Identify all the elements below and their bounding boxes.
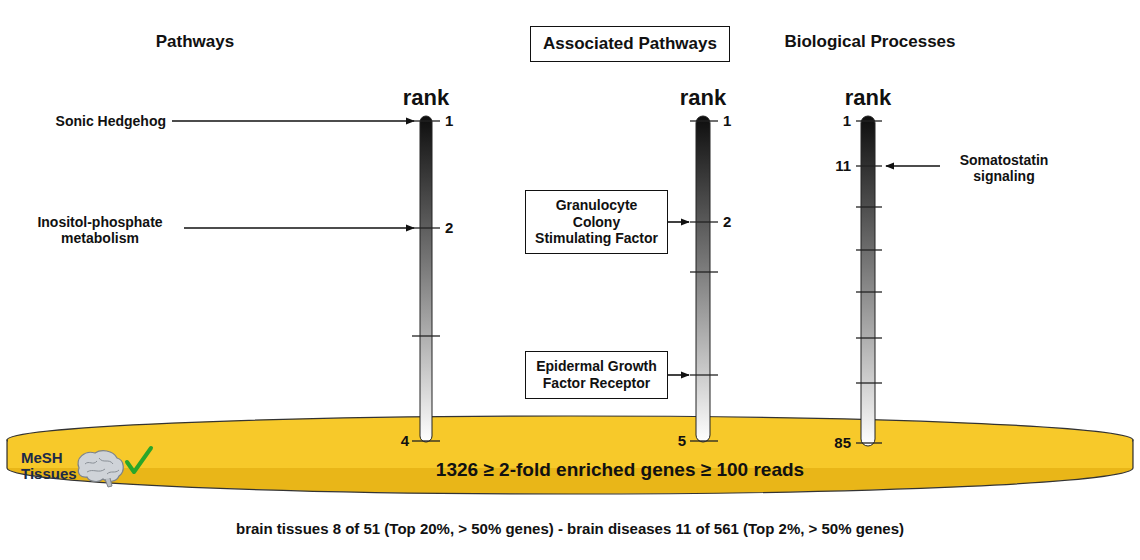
rank-number: 4	[401, 432, 409, 449]
rank-tick	[690, 374, 718, 375]
mesh-disk: MeSH Tissues 1326 ≥ 2-fold enriched genes…	[5, 412, 1135, 500]
column-header: Pathways	[156, 32, 234, 52]
gene-count-text: 1326 ≥ 2-fold enriched genes ≥ 100 reads	[436, 460, 804, 481]
column-header: Biological Processes	[784, 32, 955, 52]
pathway-box: Epidermal Growth Factor Receptor	[525, 351, 668, 399]
process-label: Somatostatin signaling	[942, 152, 1066, 184]
axis-title: rank	[403, 85, 449, 110]
rank-number: 1	[445, 112, 453, 129]
rank-number: 1	[843, 112, 851, 129]
rank-number: 1	[723, 112, 731, 129]
rank-tick	[690, 440, 718, 441]
caption-text: brain tissues 8 of 51 (Top 20%, > 50% ge…	[236, 520, 904, 537]
pathway-box: Granulocyte Colony Stimulating Factor	[525, 190, 668, 254]
axis-title: rank	[680, 85, 726, 110]
rank-number: 5	[678, 432, 686, 449]
rank-tick	[856, 249, 882, 250]
leader-arrow	[886, 165, 940, 167]
leader-arrow	[184, 227, 414, 229]
rank-tick	[412, 120, 440, 121]
rank-tick	[690, 271, 718, 272]
box-text: Granulocyte Colony Stimulating Factor	[534, 197, 659, 247]
disk-top	[7, 416, 1133, 464]
rank-tick	[856, 382, 882, 383]
disk-shape	[5, 412, 1135, 500]
rank-tick	[412, 335, 440, 336]
rank-number: 2	[723, 213, 731, 230]
rank-tick	[856, 337, 882, 338]
rank-number: 2	[445, 219, 453, 236]
tissue-heading: MeSH Tissues	[21, 450, 81, 483]
rank-tick	[690, 120, 718, 121]
pathway-label: Inositol-phosphate metabolism	[22, 214, 178, 246]
rank-bar	[696, 116, 710, 442]
leader-arrow	[172, 120, 414, 122]
rank-tick	[412, 227, 440, 228]
rank-tick	[856, 442, 882, 443]
leader-arrow	[668, 221, 689, 223]
box-text: Associated Pathways	[543, 34, 717, 54]
axis-title: rank	[845, 85, 891, 110]
rank-bar	[420, 116, 432, 442]
disk-face	[8, 440, 1132, 468]
rank-tick	[856, 291, 882, 292]
rank-bar	[861, 116, 875, 446]
disk-side	[7, 440, 1133, 494]
rank-tick	[412, 440, 440, 441]
rank-tick	[856, 120, 882, 121]
header-box: Associated Pathways	[530, 26, 730, 62]
pathway-label: Sonic Hedgehog	[56, 113, 166, 129]
leader-arrow	[668, 374, 689, 376]
brain-icon	[78, 451, 123, 487]
rank-number: 11	[835, 157, 851, 174]
rank-tick	[690, 221, 718, 222]
rank-tick	[856, 165, 882, 166]
check-mark	[127, 448, 151, 472]
box-text: Epidermal Growth Factor Receptor	[534, 358, 659, 392]
rank-number: 85	[834, 434, 851, 451]
rank-tick	[856, 206, 882, 207]
